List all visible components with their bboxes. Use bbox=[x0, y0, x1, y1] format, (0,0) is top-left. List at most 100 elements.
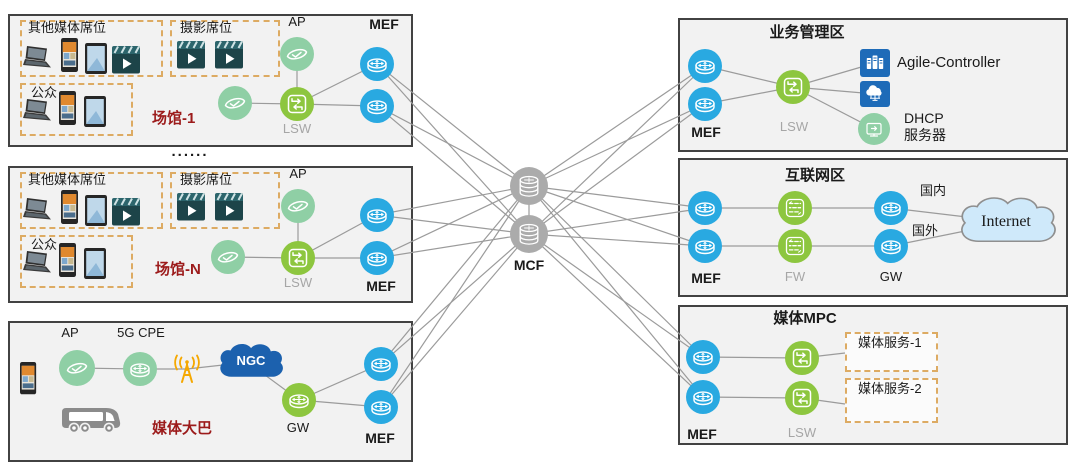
laptop-icon bbox=[23, 198, 51, 220]
venueN-lsw-label: LSW bbox=[283, 275, 313, 290]
mgmt-mef-router-1-icon bbox=[688, 49, 722, 83]
mpc-mef-router-2-icon bbox=[686, 380, 720, 414]
abroad-label: 国外 bbox=[912, 223, 939, 238]
bus-icon bbox=[61, 407, 121, 434]
venueN-ap-label: AP bbox=[289, 166, 307, 181]
inet-gw-1-icon bbox=[874, 191, 908, 225]
venueN-name: 场馆-N bbox=[155, 261, 201, 278]
laptop-icon bbox=[23, 99, 51, 121]
domestic-label: 国内 bbox=[920, 183, 947, 198]
venueN-mef-router-2-icon bbox=[360, 241, 394, 275]
venue1-mef-label: MEF bbox=[369, 16, 399, 32]
venue1-lsw-label: LSW bbox=[282, 121, 312, 136]
venueN-other-media-group bbox=[20, 172, 163, 229]
mcf-label: MCF bbox=[513, 257, 545, 273]
internet-cloud-label: Internet bbox=[981, 213, 1031, 230]
media-service-1-label: 媒体服务-1 bbox=[858, 335, 922, 350]
video-clip-icon bbox=[176, 40, 206, 70]
media-service-1-box bbox=[845, 332, 938, 372]
video-clip-icon bbox=[176, 192, 206, 222]
inet-mef-router-2-icon bbox=[688, 229, 722, 263]
venue1-ap2-icon bbox=[218, 86, 252, 120]
media-service-2-label: 媒体服务-2 bbox=[858, 381, 922, 396]
bus-gw-label: GW bbox=[286, 420, 310, 435]
bus-mef-label: MEF bbox=[365, 430, 395, 446]
inet-mef-router-1-icon bbox=[688, 191, 722, 225]
mgmt-mef-router-2-icon bbox=[688, 87, 722, 121]
ngc-label: NGC bbox=[236, 353, 266, 368]
bus-gw-icon bbox=[282, 383, 316, 417]
agile-controller-label: Agile-Controller bbox=[897, 54, 1001, 71]
venue1-mef-router-1-icon bbox=[360, 47, 394, 81]
venueN-mef-label: MEF bbox=[366, 278, 396, 294]
venue1-public-label: 公众 bbox=[31, 85, 58, 100]
inet-mef-label: MEF bbox=[691, 270, 721, 286]
mpc-zone-title: 媒体MPC bbox=[773, 310, 837, 327]
mcf-core-1-icon bbox=[510, 167, 548, 205]
bus-cpe-label: 5G CPE bbox=[117, 325, 165, 340]
inet-fw-1-icon bbox=[778, 191, 812, 225]
venue1-photo-label: 摄影席位 bbox=[180, 20, 233, 35]
venue1-mef-router-2-icon bbox=[360, 89, 394, 123]
inet-fw-2-icon bbox=[778, 229, 812, 263]
video-clip-icon bbox=[111, 45, 141, 75]
venueN-mef-router-1-icon bbox=[360, 198, 394, 232]
inet-gw-2-icon bbox=[874, 229, 908, 263]
dhcp-label-line2: 服务器 bbox=[904, 127, 946, 143]
media-service-2-box bbox=[845, 378, 938, 423]
zone-venue-1 bbox=[8, 14, 413, 147]
smartphone-icon bbox=[59, 243, 76, 277]
venueN-photo-group bbox=[170, 172, 280, 229]
venueN-ap2-icon bbox=[211, 240, 245, 274]
bus-mef-router-2-icon bbox=[364, 390, 398, 424]
mcf-core-2-icon bbox=[510, 215, 548, 253]
inet-fw-label: FW bbox=[784, 269, 806, 284]
venueN-photo-label: 摄影席位 bbox=[180, 172, 233, 187]
venue1-other-media-label: 其他媒体席位 bbox=[28, 20, 107, 35]
laptop-icon bbox=[23, 251, 51, 273]
venue1-name: 场馆-1 bbox=[152, 110, 196, 127]
mpc-lsw-label: LSW bbox=[787, 425, 817, 440]
venue1-public-group bbox=[20, 83, 133, 136]
mgmt-mef-label: MEF bbox=[691, 124, 721, 140]
venueN-ap-icon bbox=[281, 189, 315, 223]
zone-media-bus bbox=[8, 321, 413, 462]
venueN-other-media-label: 其他媒体席位 bbox=[28, 172, 107, 187]
dhcp-label-line1: DHCP bbox=[904, 110, 944, 126]
inet-gw-label: GW bbox=[879, 269, 903, 284]
video-clip-icon bbox=[214, 40, 244, 70]
internet-zone-title: 互联网区 bbox=[784, 167, 846, 184]
bus-5g-cpe-icon bbox=[123, 352, 157, 386]
laptop-icon bbox=[23, 46, 51, 68]
dhcp-server-icon bbox=[858, 113, 890, 145]
mpc-lsw-2-icon bbox=[785, 381, 819, 415]
mpc-mef-label: MEF bbox=[687, 426, 717, 442]
bus-phone-icon bbox=[20, 362, 37, 395]
agile-controller-cloud-icon bbox=[860, 81, 890, 107]
bus-name: 媒体大巴 bbox=[152, 420, 213, 437]
venueN-public-group bbox=[20, 235, 133, 288]
venue1-lsw-icon bbox=[280, 87, 314, 121]
tablet-icon bbox=[85, 195, 107, 226]
venueN-public-label: 公众 bbox=[31, 237, 58, 252]
venueN-lsw-icon bbox=[281, 241, 315, 275]
mpc-lsw-1-icon bbox=[785, 341, 819, 375]
smartphone-icon bbox=[59, 91, 76, 125]
bus-mef-router-1-icon bbox=[364, 347, 398, 381]
bus-ap-label: AP bbox=[61, 325, 79, 340]
mpc-mef-router-1-icon bbox=[686, 340, 720, 374]
mgmt-lsw-label: LSW bbox=[779, 119, 809, 134]
bus-ap-icon bbox=[59, 350, 95, 386]
zone-venue-n bbox=[8, 166, 413, 303]
tablet-icon bbox=[84, 248, 106, 279]
agile-controller-server-icon bbox=[860, 49, 890, 77]
tablet-icon bbox=[85, 43, 107, 74]
tablet-icon bbox=[84, 96, 106, 127]
mgmt-lsw-icon bbox=[776, 70, 810, 104]
ellipsis: ...... bbox=[171, 143, 209, 160]
video-clip-icon bbox=[214, 192, 244, 222]
smartphone-icon bbox=[61, 38, 78, 72]
venue1-ap-icon bbox=[280, 37, 314, 71]
